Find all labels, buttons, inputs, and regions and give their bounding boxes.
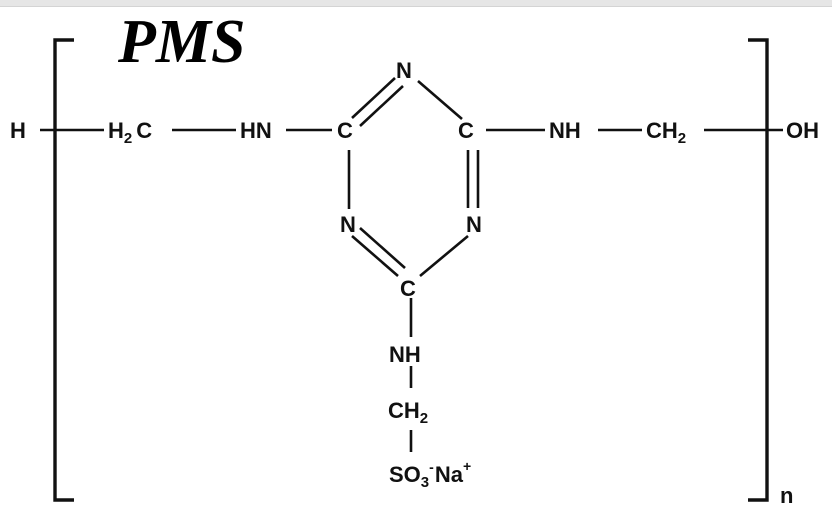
ring-c-right: C — [458, 118, 474, 143]
ring-c-bottom: C — [400, 276, 416, 301]
left-hn-group: HN — [240, 118, 272, 143]
side-nh-group: NH — [389, 342, 421, 367]
right-bracket — [748, 38, 769, 502]
ring-n-left: N — [340, 212, 356, 237]
end-group-h: H — [10, 118, 26, 143]
top-border — [0, 0, 832, 7]
repeat-index: n — [780, 483, 793, 505]
side-ch2-group: CH2 — [388, 398, 428, 427]
left-bracket — [53, 38, 74, 502]
right-nh-group: NH — [549, 118, 581, 143]
sulfonate-sodium-group: SO3-Na+ — [389, 458, 471, 491]
ring-bond-n-c-bottom-a — [351, 235, 399, 277]
ring-bond-n-c-bottom — [419, 235, 469, 277]
end-group-oh: OH — [786, 118, 819, 143]
ring-bond-n-c-right — [417, 80, 463, 120]
ring-bond-n-c-left-b — [359, 85, 404, 127]
compound-title: PMS — [117, 8, 245, 76]
ring-n-top: N — [396, 58, 412, 83]
right-ch2-group: CH2 — [646, 118, 686, 147]
ring-bond-n-c-bottom-b — [359, 227, 406, 269]
ring-bond-n-c-left-a — [351, 77, 396, 119]
ring-n-right: N — [466, 212, 482, 237]
ring-c-left: C — [337, 118, 353, 143]
